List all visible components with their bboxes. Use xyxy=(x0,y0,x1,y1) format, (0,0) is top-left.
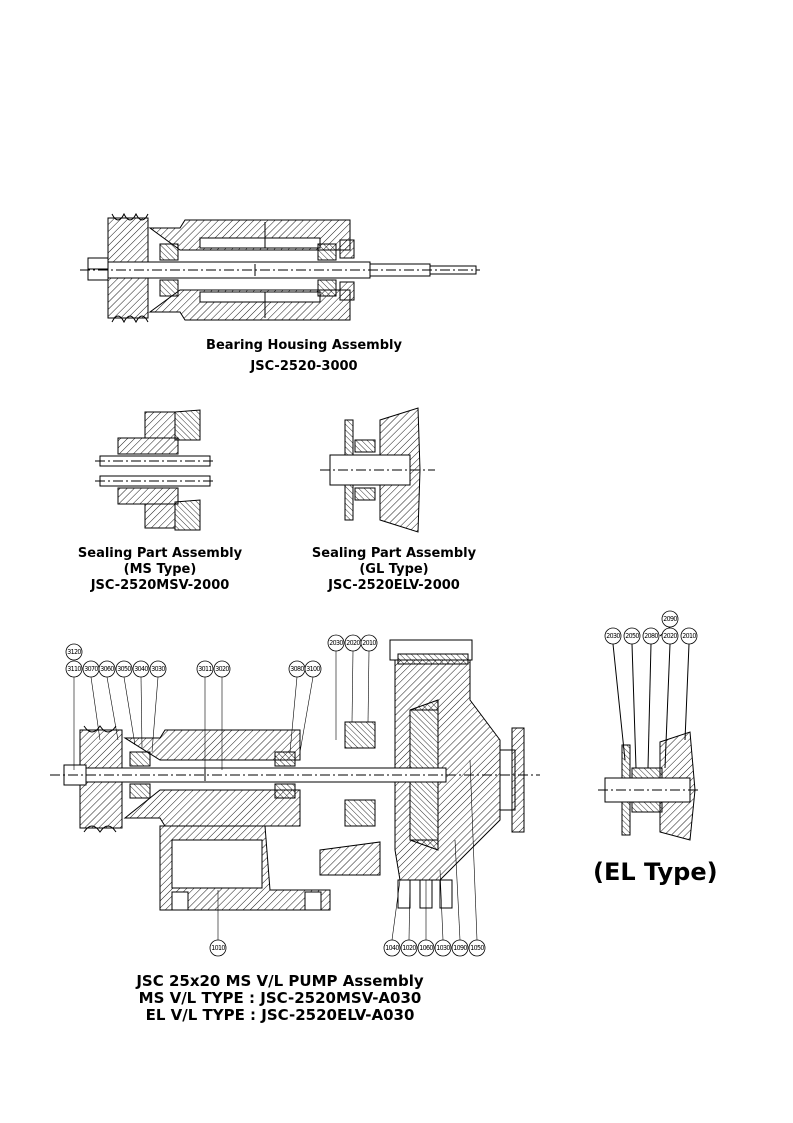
svg-text:1060: 1060 xyxy=(419,944,433,952)
callout-3070: 3070 xyxy=(82,660,100,678)
svg-text:3050: 3050 xyxy=(117,665,131,673)
seal-ms-title: Sealing Part Assembly xyxy=(77,546,243,561)
callouts-el-type: 2030 2050 2080 2020 2010 2090 xyxy=(604,610,698,645)
svg-text:2080: 2080 xyxy=(644,632,658,640)
svg-text:2090: 2090 xyxy=(663,615,677,623)
svg-text:1010: 1010 xyxy=(211,944,225,952)
callout-el-2050: 2050 xyxy=(623,627,641,645)
svg-text:3040: 3040 xyxy=(134,665,148,673)
pump-assembly-drawing xyxy=(50,639,540,911)
callout-3060: 3060 xyxy=(98,660,116,678)
bearing-housing-drawing xyxy=(80,212,480,324)
callouts-main-bottom: 1010 1040 1020 1060 1030 1090 1050 xyxy=(209,939,486,957)
callout-1040: 1040 xyxy=(383,939,401,957)
svg-text:2010: 2010 xyxy=(682,632,696,640)
seal-ms-type: (MS Type) xyxy=(123,562,197,577)
svg-text:3011: 3011 xyxy=(198,665,212,673)
svg-text:2010: 2010 xyxy=(362,639,376,647)
callout-el-2010: 2010 xyxy=(680,627,698,645)
svg-text:3030: 3030 xyxy=(151,665,165,673)
callout-el-2020: 2020 xyxy=(661,627,679,645)
callout-el-2080: 2080 xyxy=(642,627,660,645)
svg-text:3020: 3020 xyxy=(215,665,229,673)
svg-text:3080: 3080 xyxy=(290,665,304,673)
callout-3100: 3100 xyxy=(304,660,322,678)
callout-2010: 2010 xyxy=(360,634,378,652)
svg-text:2020: 2020 xyxy=(346,639,360,647)
svg-text:3070: 3070 xyxy=(84,665,98,673)
main-caption-line2: MS V/L TYPE : JSC-2520MSV-A030 xyxy=(138,989,422,1007)
svg-text:2020: 2020 xyxy=(663,632,677,640)
seal-gl-type: (GL Type) xyxy=(359,562,429,577)
callout-1050: 1050 xyxy=(468,939,486,957)
callout-3020: 3020 xyxy=(213,660,231,678)
callout-el-2030: 2030 xyxy=(604,627,622,645)
svg-text:3100: 3100 xyxy=(306,665,320,673)
callout-2030: 2030 xyxy=(327,634,345,652)
callout-3040: 3040 xyxy=(132,660,150,678)
callout-3050: 3050 xyxy=(115,660,133,678)
seal-gl-title: Sealing Part Assembly xyxy=(311,546,477,561)
bearing-caption: Bearing Housing Assembly JSC-2520-3000 xyxy=(184,338,424,375)
main-caption-line1: JSC 25x20 MS V/L PUMP Assembly xyxy=(136,972,424,990)
seal-ms-drawing xyxy=(95,409,215,531)
el-type-drawing xyxy=(598,626,700,841)
callout-2020: 2020 xyxy=(344,634,362,652)
callout-1090: 1090 xyxy=(451,939,469,957)
svg-text:1090: 1090 xyxy=(453,944,467,952)
bearing-title: Bearing Housing Assembly xyxy=(206,338,402,353)
svg-text:3110: 3110 xyxy=(67,665,81,673)
seal-gl-drawing xyxy=(320,407,435,533)
callout-3011: 3011 xyxy=(196,660,214,678)
bearing-code: JSC-2520-3000 xyxy=(250,359,358,374)
main-caption: JSC 25x20 MS V/L PUMP Assembly MS V/L TY… xyxy=(100,973,460,1024)
svg-text:2050: 2050 xyxy=(625,632,639,640)
svg-text:3060: 3060 xyxy=(100,665,114,673)
callout-3080: 3080 xyxy=(288,660,306,678)
callout-1030: 1030 xyxy=(434,939,452,957)
callouts-main-top: 3120 3110 3070 3060 3050 3040 3030 3011 … xyxy=(65,634,378,678)
seal-ms-code: JSC-2520MSV-2000 xyxy=(90,578,230,593)
seal-gl-code: JSC-2520ELV-2000 xyxy=(328,578,460,593)
callout-3120: 3120 xyxy=(65,643,83,661)
svg-text:1030: 1030 xyxy=(436,944,450,952)
svg-text:1050: 1050 xyxy=(470,944,484,952)
svg-text:1040: 1040 xyxy=(385,944,399,952)
callout-1020: 1020 xyxy=(400,939,418,957)
el-type-label: (EL Type) xyxy=(593,858,718,886)
svg-text:1020: 1020 xyxy=(402,944,416,952)
svg-text:2030: 2030 xyxy=(329,639,343,647)
callout-1010: 1010 xyxy=(209,939,227,957)
callout-leaders-top xyxy=(73,650,478,941)
svg-text:2030: 2030 xyxy=(606,632,620,640)
callout-3110: 3110 xyxy=(65,660,83,678)
callout-3030: 3030 xyxy=(149,660,167,678)
seal-ms-caption: Sealing Part Assembly (MS Type) JSC-2520… xyxy=(60,546,260,594)
callout-1060: 1060 xyxy=(417,939,435,957)
svg-text:3120: 3120 xyxy=(67,648,81,656)
main-caption-line3: EL V/L TYPE : JSC-2520ELV-A030 xyxy=(145,1006,415,1024)
callout-el-2090: 2090 xyxy=(661,610,679,628)
seal-gl-caption: Sealing Part Assembly (GL Type) JSC-2520… xyxy=(294,546,494,594)
